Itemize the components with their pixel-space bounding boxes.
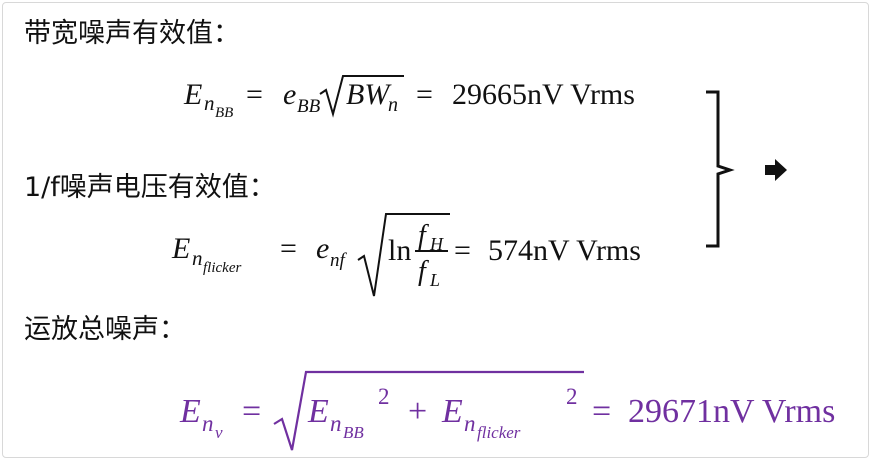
eq3-term2-E: E (441, 393, 463, 430)
eq1-radicand: BW (346, 78, 392, 111)
eq1-rhs-sub: BB (297, 96, 321, 117)
total-noise-heading: 运放总噪声： (24, 314, 186, 345)
eq2-equals-2: = (454, 234, 471, 267)
eq1-result: 29665nV Vrms (452, 78, 635, 111)
eq3-result: 29671nV Vrms (628, 393, 835, 430)
eq2-lhs-E: E (171, 232, 190, 265)
eq2-lhs-sub: flicker (203, 260, 241, 276)
eq3-lhs-sub: v (215, 423, 223, 442)
eq1-sqrt-sign (319, 75, 404, 118)
eq2-sqrt-sign (357, 213, 450, 297)
eq3-term2-n: n (464, 411, 476, 436)
eq3-term1-E: E (307, 393, 329, 430)
eq1-lhs-E: E (183, 78, 202, 111)
broadband-noise-heading: 带宽噪声有效值： (24, 18, 240, 49)
eq3-term2-power: 2 (566, 384, 578, 409)
flicker-equation: E n flicker = e nf ln f H f L = 574nV Vr… (171, 213, 641, 297)
grouping-bracket (706, 90, 735, 248)
eq3-plus: + (408, 393, 427, 430)
eq1-radicand-sub: n (388, 94, 398, 116)
eq2-lhs-n: n (192, 246, 203, 270)
slide-frame (2, 2, 869, 458)
eq1-equals: = (246, 78, 263, 111)
eq3-term1-sub: BB (343, 423, 364, 442)
eq2-num-sub: H (429, 234, 444, 254)
eq3-term1-power: 2 (378, 384, 390, 409)
eq3-sqrt-sign (273, 370, 584, 451)
eq2-den-sub: L (429, 270, 440, 290)
eq3-equals-2: = (592, 393, 611, 430)
total-noise-equation: E n v = E n BB 2 + E n flicker 2 = 29671… (179, 370, 835, 451)
eq2-ln: ln (388, 234, 411, 267)
eq1-rhs-e: e (283, 78, 296, 111)
eq1-lhs-n: n (204, 91, 215, 115)
eq2-equals: = (280, 232, 297, 265)
flicker-noise-heading: 1/f噪声电压有效值： (24, 172, 276, 203)
eq3-term2-sub: flicker (477, 423, 521, 442)
eq2-den-f: f (418, 256, 429, 287)
eq1-lhs-sub: BB (215, 105, 233, 121)
eq2-result: 574nV Vrms (488, 234, 641, 267)
right-arrow-icon (765, 159, 787, 181)
eq3-equals: = (242, 393, 261, 430)
eq3-lhs-E: E (179, 393, 201, 430)
eq3-lhs-n: n (202, 411, 214, 436)
eq2-num-f: f (418, 220, 429, 251)
eq3-term1-n: n (330, 411, 342, 436)
broadband-equation: E n BB = e BB BW n = 29665nV Vrms (183, 75, 635, 121)
eq1-equals-2: = (416, 78, 433, 111)
eq2-rhs-sub: nf (330, 250, 348, 271)
eq2-rhs-e: e (316, 232, 329, 265)
